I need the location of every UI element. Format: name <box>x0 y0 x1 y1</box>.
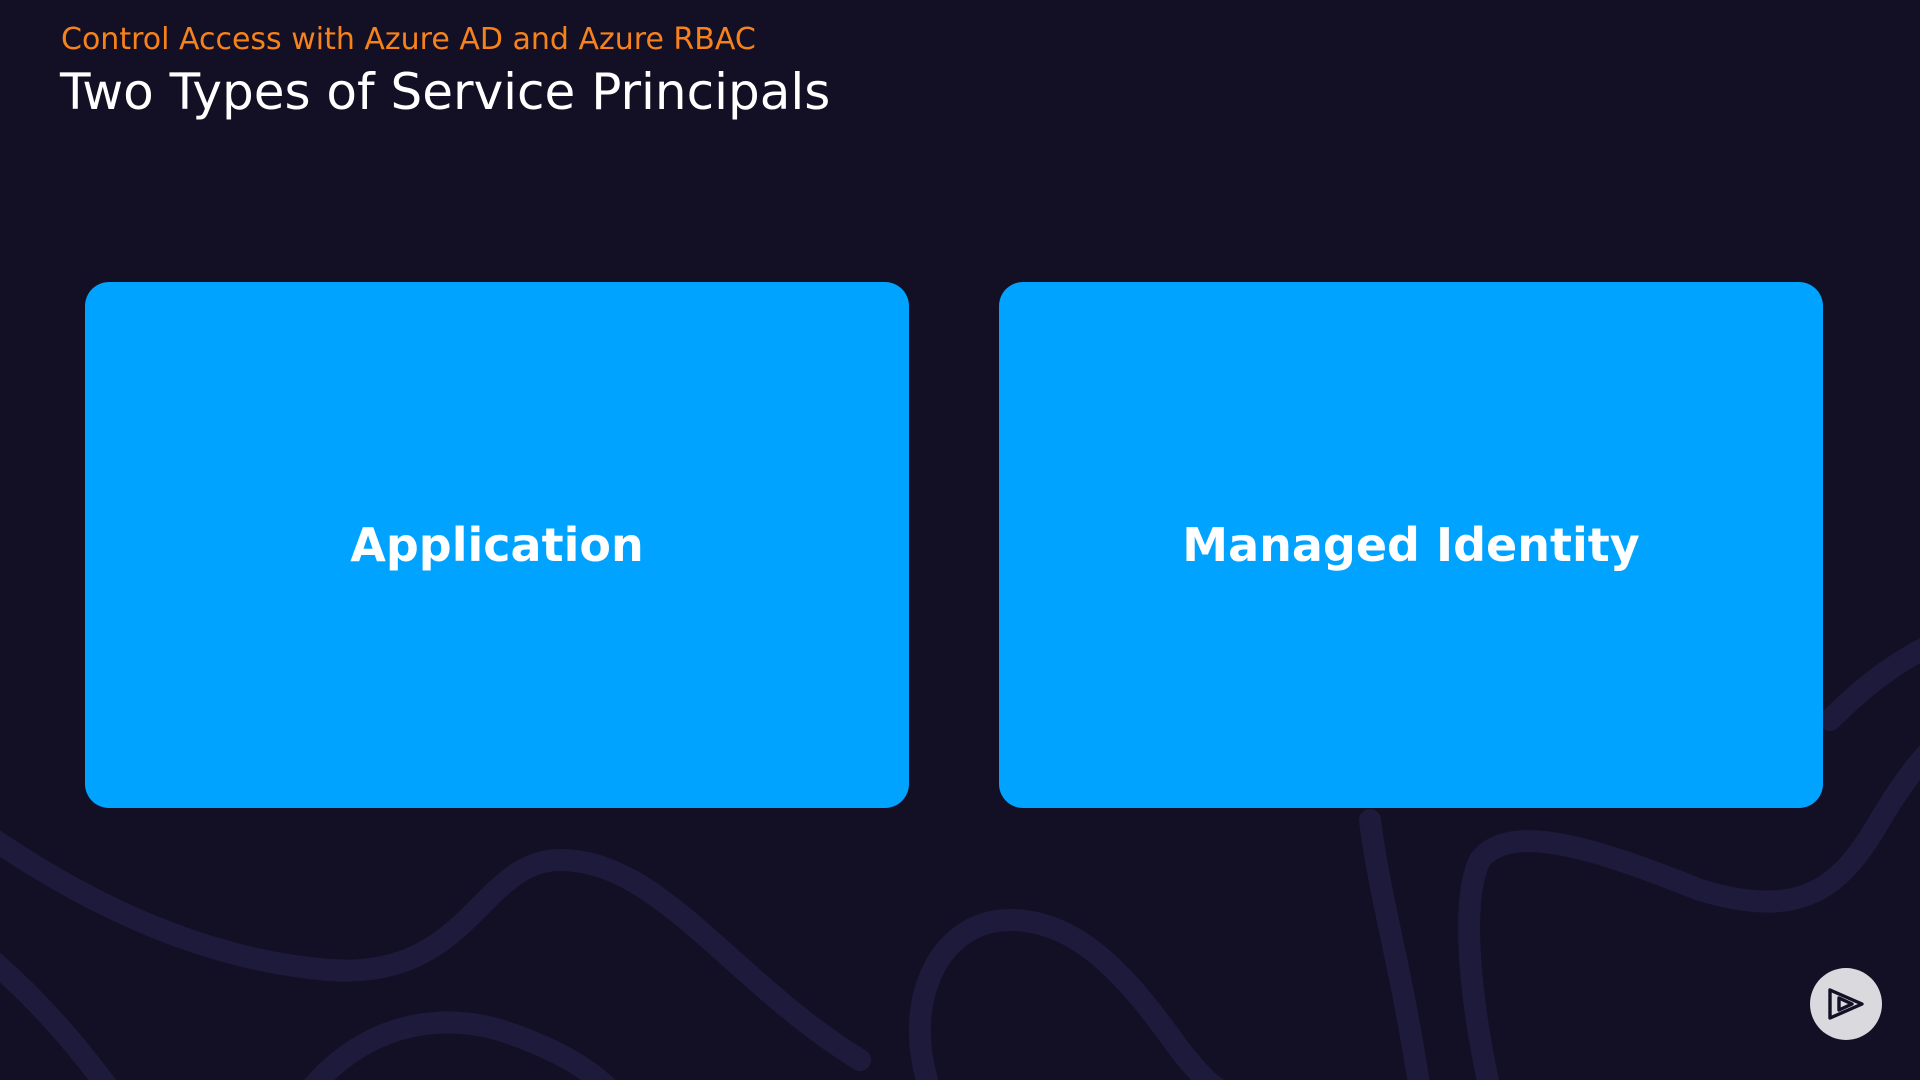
slide-title: Two Types of Service Principals <box>60 63 831 121</box>
deck-subtitle: Control Access with Azure AD and Azure R… <box>61 22 756 57</box>
wave-line <box>1819 638 1920 731</box>
play-button[interactable] <box>1810 968 1882 1040</box>
wave-line <box>0 830 871 1071</box>
wave-line <box>1359 809 1430 1080</box>
application-card: Application <box>85 282 909 808</box>
wave-lines <box>0 638 1920 1080</box>
managed-identity-card: Managed Identity <box>999 282 1823 808</box>
wave-line <box>0 952 117 1080</box>
wave-line <box>1458 745 1920 1080</box>
card-label: Managed Identity <box>1182 518 1640 572</box>
wave-line <box>909 908 1225 1080</box>
card-label: Application <box>350 518 644 572</box>
wave-line <box>304 1011 616 1080</box>
play-icon <box>1828 988 1864 1020</box>
